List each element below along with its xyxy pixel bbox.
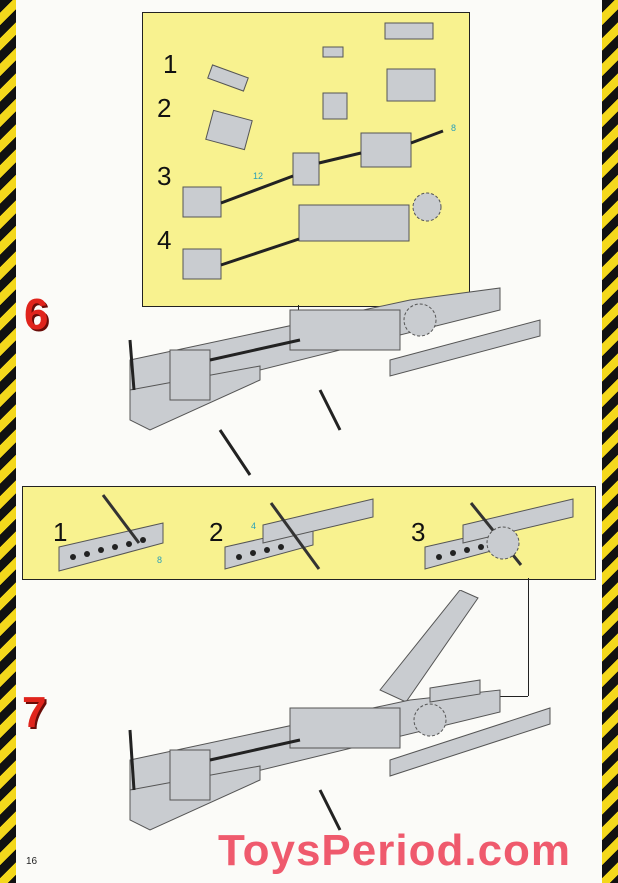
substep-label: 1 (163, 49, 178, 79)
step7-parts-illustration (58, 494, 574, 572)
step6-parts-illustration (182, 22, 444, 280)
connector-arrow (480, 696, 528, 697)
step7-subassembly-panel: 1 2 3 8 4 (22, 486, 596, 580)
step-number: 7 (22, 688, 47, 737)
hazard-stripe-left (0, 0, 16, 883)
hazard-stripe-right (602, 0, 618, 883)
step6-subassembly-panel: 1 2 3 4 12 8 (142, 12, 470, 307)
substep-label: 2 (157, 93, 172, 123)
step6-assembly-illustration (128, 287, 541, 476)
substep-label: 3 (411, 517, 426, 547)
substep-label: 1 (53, 517, 68, 547)
watermark: ToysPeriod.com (218, 826, 572, 875)
substep-label: 3 (157, 161, 172, 191)
connector-arrow (528, 578, 529, 696)
step7-assembly-illustration (128, 590, 551, 831)
axle-length-callout: 8 (451, 123, 457, 133)
page-number: 16 (26, 856, 38, 867)
axle-length-callout: 8 (157, 555, 163, 565)
substep-label: 4 (157, 225, 172, 255)
substep-label: 2 (209, 517, 224, 547)
axle-length-callout: 12 (253, 171, 264, 181)
step-number: 6 (24, 290, 49, 339)
axle-length-callout: 4 (251, 521, 257, 531)
